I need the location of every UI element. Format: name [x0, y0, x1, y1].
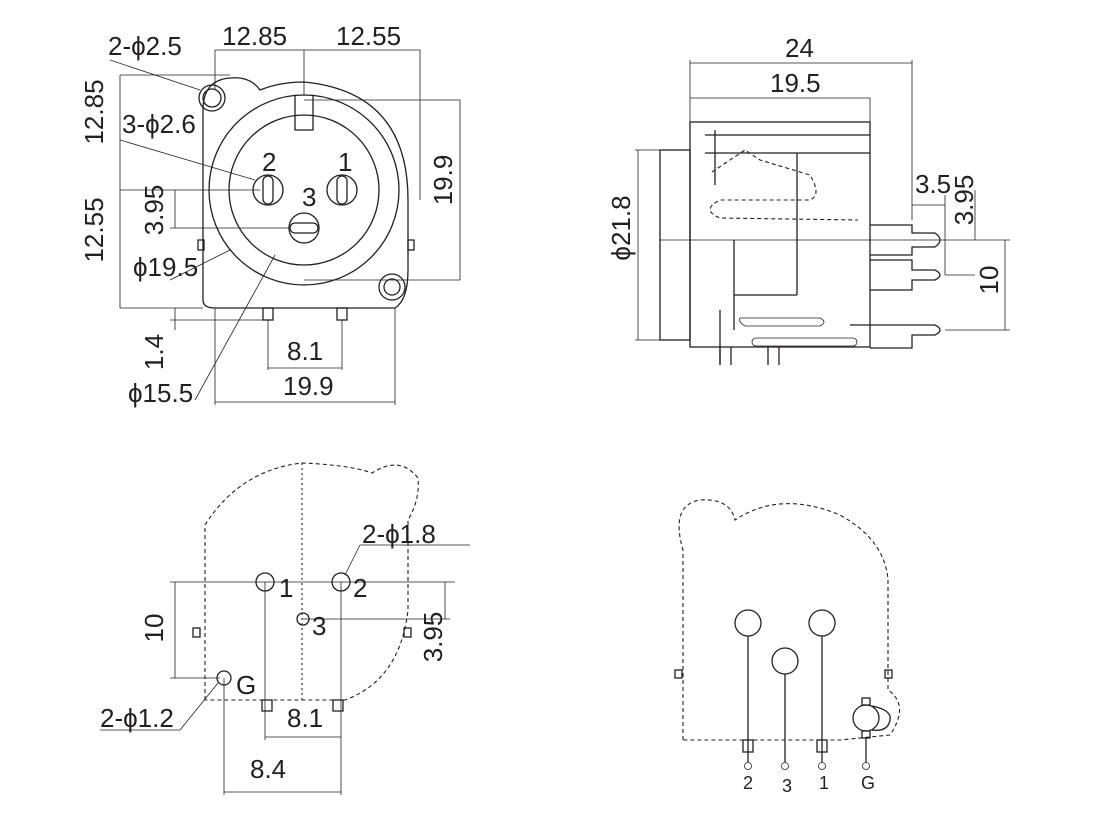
- rear-pin-1-label: 1: [819, 773, 829, 793]
- pcb-offset: 3.95: [418, 612, 448, 663]
- pin-offset: 3.95: [949, 175, 979, 226]
- pcb-height: 10: [139, 614, 169, 643]
- pcb-pin-spacing: 8.1: [287, 703, 323, 733]
- pin-span: 10: [974, 266, 1004, 295]
- inner-diameter: ϕ19.5: [133, 252, 198, 282]
- pin-protrusion: 1.4: [139, 334, 169, 370]
- pin-3-label: 3: [302, 182, 316, 212]
- pin-1-label: 1: [338, 147, 352, 177]
- ground-label: G: [236, 670, 256, 700]
- right-height: 19.9: [428, 155, 458, 206]
- total-depth: 24: [785, 33, 814, 63]
- top-left-width: 12.85: [222, 21, 287, 51]
- rear-ground-label: G: [861, 773, 875, 793]
- ground-spacing: 8.4: [250, 754, 286, 784]
- pcb-layout-view: 2-ϕ1.8 1 2 3 10 3.95 G 2-ϕ1.2 8.1 8.4: [100, 462, 470, 795]
- pcb-pin-hole-label: 2-ϕ1.8: [362, 519, 436, 549]
- pin-length: 3.5: [915, 169, 951, 199]
- pin3-offset: 3.95: [139, 185, 169, 236]
- flange-diameter: ϕ21.8: [606, 195, 636, 260]
- rear-pin-3-label: 3: [782, 776, 792, 796]
- rear-view: 2 3 1 G: [674, 499, 901, 796]
- top-right-width: 12.55: [336, 21, 401, 51]
- mount-hole-label: 2-ϕ2.5: [108, 31, 182, 61]
- outer-diameter: ϕ15.5: [128, 378, 193, 408]
- left-lower-height: 12.55: [79, 197, 109, 262]
- bottom-width: 19.9: [283, 371, 334, 401]
- pcb-pin-3-label: 3: [312, 611, 326, 641]
- pin-spacing: 8.1: [287, 336, 323, 366]
- pin-hole-label: 3-ϕ2.6: [122, 109, 196, 139]
- side-view: 24 19.5 ϕ21.8 3.5 3.95 10: [606, 33, 1010, 365]
- front-view: 2-ϕ2.5 12.85 12.55 12.85 12.55 3-ϕ2.6 2 …: [79, 21, 461, 408]
- pin-2-label: 2: [262, 147, 276, 177]
- left-upper-height: 12.85: [79, 79, 109, 144]
- ground-hole-label: 2-ϕ1.2: [100, 703, 174, 733]
- pcb-pin-2-label: 2: [353, 573, 367, 603]
- rear-pin-2-label: 2: [743, 773, 753, 793]
- pcb-pin-1-label: 1: [279, 573, 293, 603]
- body-depth: 19.5: [770, 68, 821, 98]
